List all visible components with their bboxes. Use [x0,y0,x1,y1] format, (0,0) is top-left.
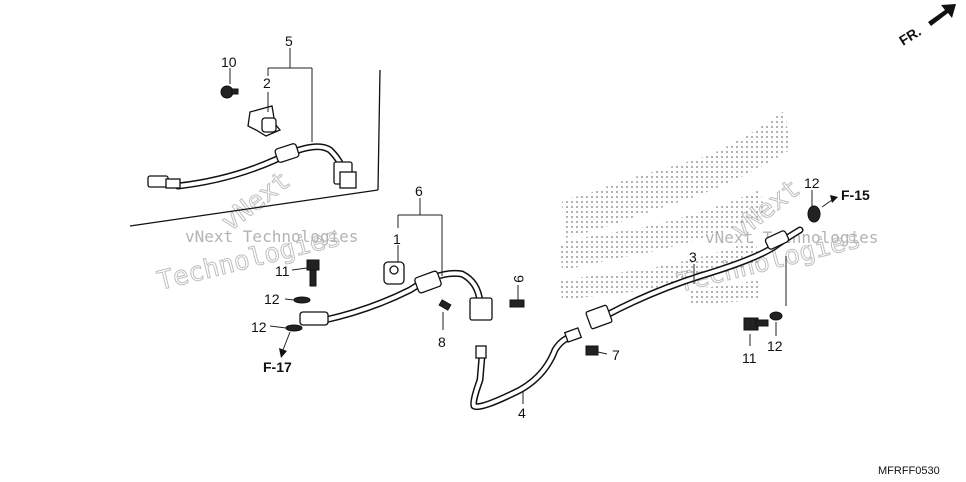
washer-12-a [293,296,311,304]
hose-end-fitting-long [764,230,790,250]
callout-leaders-middle [269,198,519,330]
callout-10: 10 [221,54,237,70]
reference-f17: F-17 [263,359,292,375]
callout-12-right-lower: 12 [767,338,783,354]
callout-12-left-lower: 12 [251,319,267,335]
callout-11-left: 11 [275,263,290,279]
bolt-7 [585,345,599,356]
pipe-flare-nut-b [563,327,583,343]
washer-12-c [807,205,821,223]
hose-sleeve [274,143,300,163]
watermark-text-left: vNext Technologies [185,227,358,246]
bolt-11-right-shank [755,319,769,327]
callout-5: 5 [285,33,293,49]
hose-banjo-block [339,171,357,189]
bolt-10-shank [231,88,239,95]
clamp-body [261,117,277,133]
callout-11-right: 11 [742,350,757,366]
hose-banjo-middle [469,297,493,321]
direction-label: FR. [896,23,924,49]
ref-arrow-left-icon [279,348,287,358]
reference-f15: F-15 [841,187,870,203]
hose-assembly-long [585,195,838,356]
bolt-11-left-shank [309,269,317,287]
callout-6: 6 [415,183,423,199]
callout-2: 2 [263,75,271,91]
washer-12-d [769,311,783,321]
bolt-9 [509,299,525,308]
bolt-10 [220,85,234,99]
callout-8: 8 [438,334,446,350]
direction-arrow-icon [928,4,956,26]
callout-4: 4 [518,405,526,421]
callout-leaders-right [597,190,813,355]
callout-3: 3 [689,249,697,265]
callout-1: 1 [393,231,401,247]
clamp-middle-hole [389,265,399,275]
brake-pipe [470,327,583,411]
hose-end-fitting [147,175,169,188]
bolt-8 [438,299,452,311]
inset-panel-border [129,69,381,227]
callout-7: 7 [612,347,620,363]
hose-ferrule [165,178,181,189]
wing-logo-watermark [560,110,790,305]
hose-assembly-upper [147,85,357,190]
hose-assembly-middle [279,259,525,358]
front-direction-indicator: FR. [896,4,956,49]
hose-end-fitting-middle [299,311,329,326]
bolt-11-left-head [306,259,320,271]
washer-12-b [285,324,303,332]
hose-sleeve-middle [414,270,442,294]
diagram-code: MFRFF0530 [878,465,940,477]
callout-12-right-upper: 12 [804,175,820,191]
hose-bracket-long [585,304,613,330]
callout-12-left-upper: 12 [264,291,280,307]
callout-leaders-upper [229,48,313,142]
ref-arrow-right-icon [830,195,838,203]
pipe-flare-nut-a [475,345,487,359]
callout-9: 9 [511,275,527,283]
